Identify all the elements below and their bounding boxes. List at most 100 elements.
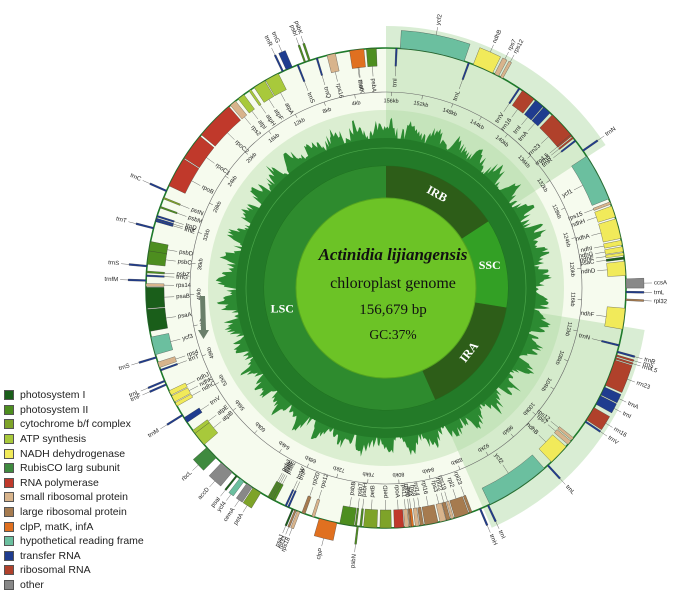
- gene-leader-line: [128, 222, 136, 224]
- gene-label: ndhD: [581, 268, 596, 275]
- region-label-ssc: SSC: [479, 258, 501, 272]
- gene-label: trnH: [488, 534, 498, 547]
- gene-label: psbN: [350, 554, 358, 569]
- gene-block: [128, 279, 146, 281]
- gene-leader-line: [283, 526, 286, 533]
- gene-label: trnG: [176, 275, 188, 282]
- gene-block: [150, 183, 167, 192]
- legend-item: other: [4, 578, 154, 592]
- gene-block: [626, 278, 644, 288]
- gene-label: rpl32: [654, 299, 668, 306]
- legend-label: RubisCO larg subunit: [20, 462, 120, 474]
- gene-label: ndhB: [492, 29, 503, 44]
- legend-swatch: [4, 463, 14, 473]
- legend-swatch: [4, 449, 14, 459]
- legend-item: small ribosomal protein: [4, 490, 154, 505]
- gene-leader-line: [279, 45, 282, 52]
- gene-label: petD: [383, 485, 389, 498]
- scale-tick-label: 76kb: [362, 470, 374, 477]
- legend-item: ribosomal RNA: [4, 563, 154, 578]
- gene-leader-line: [143, 180, 150, 183]
- gene-label: rbcL: [181, 470, 194, 483]
- gene-block: [167, 414, 183, 425]
- legend-swatch: [4, 434, 14, 444]
- gene-label: trnS: [108, 260, 120, 267]
- gene-label: trnI: [621, 411, 632, 421]
- gene-block: [147, 251, 166, 266]
- legend-item: photosystem II: [4, 403, 154, 418]
- legend-swatch: [4, 522, 14, 532]
- gene-label: trnV: [607, 435, 619, 446]
- gene-block: [146, 287, 165, 308]
- gene-label: rps14: [176, 283, 192, 289]
- gene-block: [136, 223, 154, 229]
- gene-block: [146, 283, 164, 286]
- gene-label: petA: [233, 513, 245, 527]
- gene-label: ycf2: [436, 13, 444, 26]
- scale-tick-label: 156kb: [384, 98, 399, 104]
- scale-tick-label: 80kb: [392, 471, 404, 478]
- gene-leader-line: [272, 48, 275, 55]
- gene-label: rpoA: [393, 485, 400, 498]
- gene-label: trnC: [129, 173, 142, 183]
- legend-item: photosystem I: [4, 388, 154, 403]
- gene-block: [147, 308, 168, 332]
- legend-swatch: [4, 478, 14, 488]
- legend-item: ATP synthesis: [4, 432, 154, 447]
- gene-block: [364, 509, 378, 528]
- gene-label: ccsA: [654, 280, 667, 286]
- gene-leader-line: [301, 36, 304, 44]
- legend-swatch: [4, 507, 14, 517]
- legend-item: large ribosomal protein: [4, 505, 154, 520]
- gene-block: [607, 261, 626, 276]
- legend-item: clpP, matK, infA: [4, 519, 154, 534]
- legend-label: hypothetical reading frame: [20, 535, 144, 547]
- legend-label: ATP synthesis: [20, 433, 86, 445]
- gene-block: [129, 264, 147, 267]
- gene-block: [355, 526, 359, 544]
- gene-label: psaB: [176, 294, 190, 301]
- gene-label: trnS: [118, 363, 130, 372]
- gene-block: [380, 510, 392, 528]
- legend-label: RNA polymerase: [20, 477, 99, 489]
- legend-swatch: [4, 419, 14, 429]
- gene-leader-line: [131, 363, 139, 365]
- legend-swatch: [4, 536, 14, 546]
- gene-leader-line: [160, 425, 167, 429]
- gene-label: trnfM: [104, 277, 118, 283]
- gene-block: [605, 307, 625, 330]
- legend-label: small ribosomal protein: [20, 491, 128, 503]
- legend-label: ribosomal RNA: [20, 564, 91, 576]
- gene-label: rrn23: [635, 380, 651, 391]
- gene-leader-line: [210, 481, 215, 487]
- gene-leader-line: [243, 506, 247, 513]
- region-label-lsc: LSC: [271, 302, 294, 316]
- legend-item: NADH dehydrogenase: [4, 446, 154, 461]
- legend-label: other: [20, 579, 44, 591]
- genome-description: chloroplast genome: [330, 275, 456, 292]
- gene-label: clpP: [316, 547, 325, 560]
- legend-swatch: [4, 405, 14, 415]
- legend-label: NADH dehydrogenase: [20, 448, 125, 460]
- gene-leader-line: [322, 538, 324, 546]
- gene-label: trnA: [627, 401, 640, 411]
- gene-leader-line: [220, 490, 225, 496]
- legend-item: transfer RNA: [4, 549, 154, 564]
- gene-label: trnI: [497, 530, 506, 541]
- legend-item: cytochrome b/f complex: [4, 417, 154, 432]
- gc-content: GC:37%: [369, 327, 416, 342]
- gene-block: [139, 357, 157, 364]
- gene-leader-line: [235, 500, 240, 507]
- gene-label: accD: [197, 486, 211, 501]
- gene-leader-line: [286, 527, 289, 534]
- gene-block: [394, 509, 404, 527]
- gene-leader-line: [487, 525, 490, 532]
- gene-label: trnT: [115, 216, 127, 225]
- gene-block: [350, 49, 366, 69]
- gene-label: petB: [370, 485, 377, 498]
- legend-label: large ribosomal protein: [20, 506, 127, 518]
- gene-leader-line: [355, 544, 356, 552]
- gene-block: [626, 291, 644, 293]
- legend-item: RNA polymerase: [4, 476, 154, 491]
